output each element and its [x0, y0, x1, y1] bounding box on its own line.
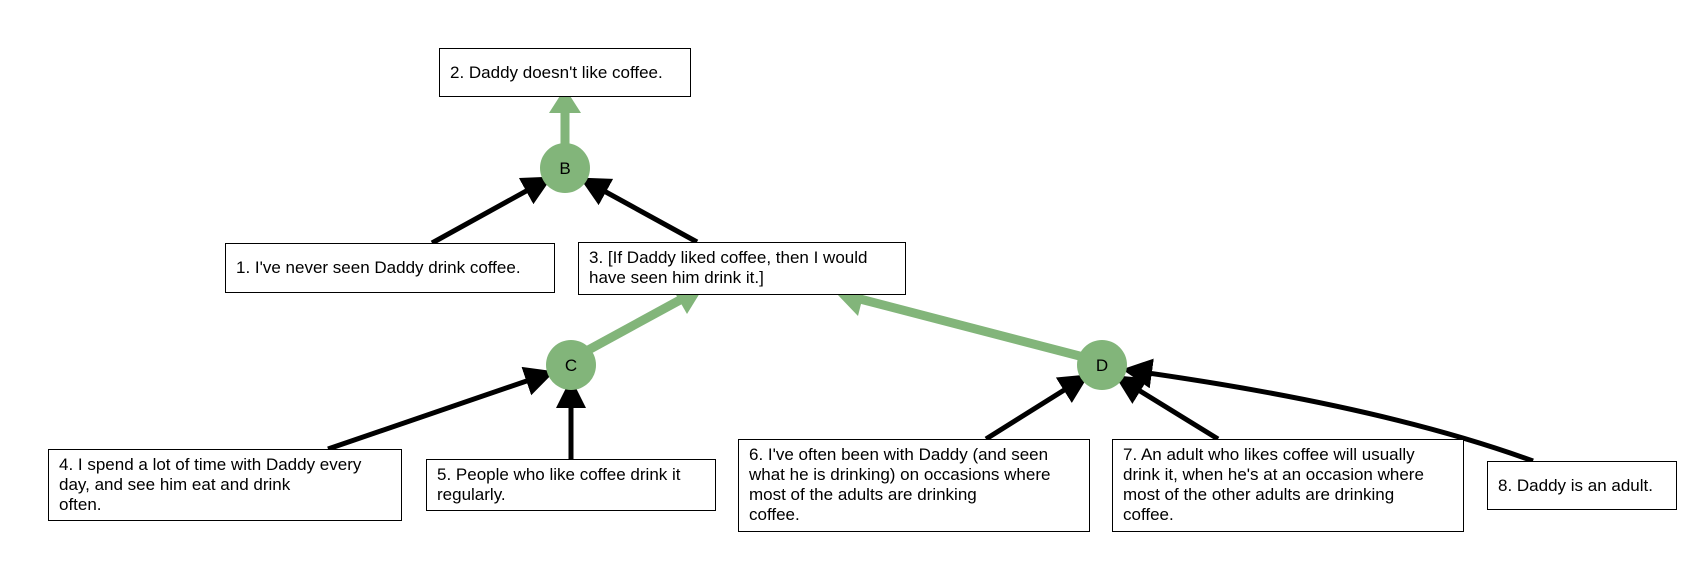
- edge-8-to-D: [1122, 358, 1534, 464]
- node-C: [546, 340, 596, 390]
- edge-6-to-D: [984, 374, 1090, 442]
- statement-2: 2. Daddy doesn't like coffee.: [439, 48, 691, 97]
- statement-1: 1. I've never seen Daddy drink coffee.: [225, 243, 555, 293]
- node-D: [1077, 340, 1127, 390]
- edge-7-to-D: [1114, 375, 1220, 442]
- edge-D-to-3: [858, 294, 1097, 365]
- node-C-label: C: [565, 356, 577, 375]
- node-B-label: B: [559, 159, 570, 178]
- statement-6: 6. I've often been with Daddy (and seen …: [738, 439, 1090, 532]
- statement-7: 7. An adult who likes coffee will usuall…: [1112, 439, 1464, 532]
- node-D-label: D: [1096, 356, 1108, 375]
- statement-8: 8. Daddy is an adult.: [1487, 461, 1677, 510]
- edge-3-to-B: [579, 177, 699, 245]
- node-B: [540, 143, 590, 193]
- statement-5: 5. People who like coffee drink it regul…: [426, 459, 716, 511]
- edge-4-to-C: [327, 366, 555, 452]
- arrowhead-B-to-2: [549, 88, 581, 113]
- edge-1-to-B: [430, 176, 553, 246]
- statement-3: 3. [If Daddy liked coffee, then I would …: [578, 242, 906, 295]
- statement-4: 4. I spend a lot of time with Daddy ever…: [48, 449, 402, 521]
